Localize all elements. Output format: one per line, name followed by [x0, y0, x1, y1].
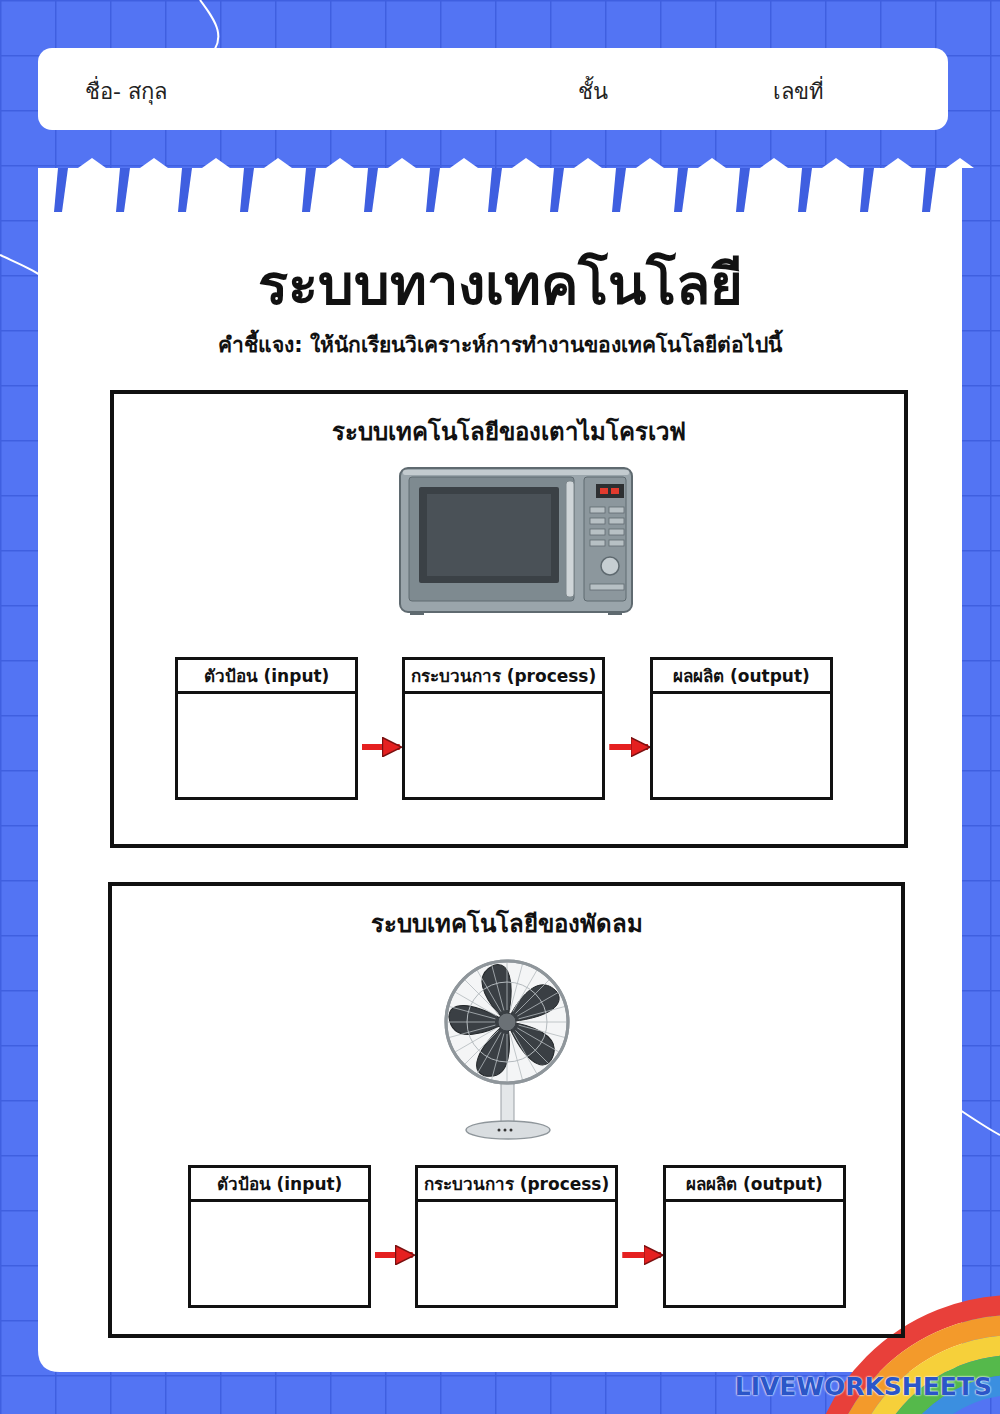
name-bar: ชื่อ- สกุล ชั้น เลขที่: [38, 48, 948, 130]
microwave-illustration: [400, 468, 632, 615]
page-title: ระบบทางเทคโนโลยี: [258, 252, 743, 317]
paper: [38, 168, 962, 1372]
ipo-box: ตัวป้อน (input): [188, 1165, 371, 1308]
ipo-box: ตัวป้อน (input): [175, 657, 358, 800]
ipo-box: กระบวนการ (process): [415, 1165, 619, 1308]
field-slot: ชั้น: [578, 74, 608, 109]
box-heading: กระบวนการ (process): [418, 1168, 616, 1202]
flow-arrow: [609, 744, 648, 750]
box-label: ตัวป้อน (input): [204, 662, 330, 689]
torn-edge: [54, 158, 974, 212]
box-label: ตัวป้อน (input): [217, 1170, 343, 1197]
label-slot: คำชี้แจง: ให้นักเรียนวิเคราะห์การทำงานขอ…: [0, 328, 1000, 361]
fan-illustration: [443, 961, 568, 1139]
system-panel: ระบบเทคโนโลยีของเตาไมโครเวฟตัวป้อน (inpu…: [110, 390, 908, 848]
instruction-text: คำชี้แจง: ให้นักเรียนวิเคราะห์การทำงานขอ…: [218, 333, 782, 357]
box-label: กระบวนการ (process): [411, 662, 597, 689]
flow-arrow: [362, 744, 400, 750]
box-heading: ผลผลิต (output): [666, 1168, 843, 1202]
deco-curve: [960, 1110, 1000, 1135]
panel-title: ระบบเทคโนโลยีของเตาไมโครเวฟ: [332, 418, 686, 446]
flow-arrow: [375, 1252, 413, 1258]
ipo-box: ผลผลิต (output): [650, 657, 833, 800]
panel-title-row: ระบบเทคโนโลยีของพัดลม: [112, 904, 901, 943]
box-heading: กระบวนการ (process): [405, 660, 603, 694]
system-panel: ระบบเทคโนโลยีของพัดลมตัวป้อน (input) กระบ…: [108, 882, 905, 1338]
field-label: เลขที่: [773, 79, 824, 104]
box-label: ผลผลิต (output): [686, 1170, 823, 1197]
ipo-box: ผลผลิต (output): [663, 1165, 846, 1308]
watermark: LIVEWORKSHEETS: [735, 1372, 992, 1401]
field-slot: ชื่อ- สกุล: [85, 74, 167, 109]
ipo-box: กระบวนการ (process): [402, 657, 606, 800]
flow-arrow: [622, 1252, 661, 1258]
box-heading: ตัวป้อน (input): [178, 660, 355, 694]
panel-title: ระบบเทคโนโลยีของพัดลม: [371, 910, 643, 938]
box-label: ผลผลิต (output): [673, 662, 810, 689]
field-label: ชั้น: [578, 79, 608, 104]
box-heading: ผลผลิต (output): [653, 660, 830, 694]
field-slot: เลขที่: [773, 74, 824, 109]
label-slot: LIVEWORKSHEETS: [680, 1372, 992, 1401]
panel-title-row: ระบบเทคโนโลยีของเตาไมโครเวฟ: [114, 412, 904, 451]
title-row: ระบบทางเทคโนโลยี: [0, 240, 1000, 329]
field-label: ชื่อ- สกุล: [85, 79, 167, 104]
box-heading: ตัวป้อน (input): [191, 1168, 368, 1202]
box-label: กระบวนการ (process): [424, 1170, 610, 1197]
deco-curve: [0, 255, 40, 275]
